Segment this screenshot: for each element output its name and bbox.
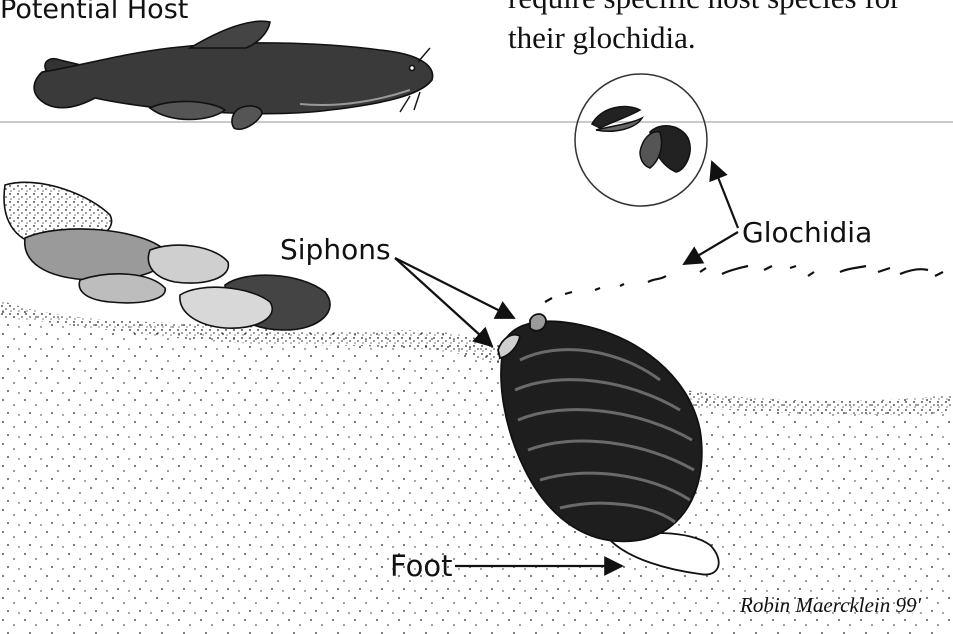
glochidia-illustration (592, 106, 690, 172)
caption-line-2: their glochidia. (508, 18, 901, 58)
siphons-arrow-upper (395, 258, 514, 318)
glochidia-arrow-down (684, 232, 738, 264)
glochidia-arrow-up (712, 162, 738, 228)
siphons-label: Siphons (280, 233, 391, 266)
caption-line-1: require specific host species for (508, 0, 901, 18)
glochidia-label: Glochidia (742, 216, 872, 249)
caption-text: require specific host species for their … (508, 0, 901, 58)
foot-label: Foot (390, 549, 453, 583)
potential-host-label: Potential Host (0, 0, 188, 25)
released-glochidia (545, 266, 943, 302)
catfish-illustration (34, 21, 432, 129)
artist-credit: Robin Maercklein 99' (740, 593, 921, 618)
